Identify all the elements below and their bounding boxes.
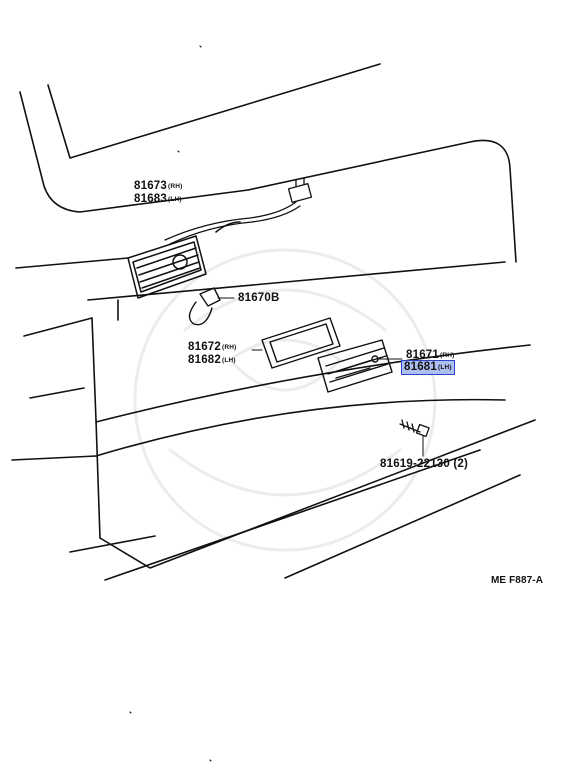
door-panel — [11, 139, 536, 581]
diagram-reference-code: ME F887-A — [491, 575, 544, 586]
part-label-81671[interactable]: 81671(RH) — [406, 349, 455, 362]
bulb — [188, 287, 221, 326]
part-label-81672[interactable]: 81672(RH) — [188, 341, 237, 354]
part-number: 81619-22130 (2) — [380, 458, 469, 470]
window-glass — [19, 63, 381, 213]
part-label-81681-highlighted[interactable]: 81681(LH) — [401, 360, 455, 375]
part-label-81682[interactable]: 81682(LH) — [188, 354, 236, 367]
part-number: 81671 — [406, 349, 439, 361]
part-number: 81670B — [238, 292, 280, 304]
side-designator: (RH) — [167, 183, 183, 190]
marker-lens — [317, 339, 393, 393]
part-label-81683[interactable]: 81683(LH) — [134, 193, 182, 206]
part-label-81673[interactable]: 81673(RH) — [134, 180, 183, 193]
stray-specks — [129, 45, 212, 762]
part-number: 81682 — [188, 354, 221, 366]
side-designator: (RH) — [221, 344, 237, 351]
side-designator: (LH) — [221, 357, 236, 364]
part-number: 81673 — [134, 180, 167, 192]
part-number: 81672 — [188, 341, 221, 353]
wire-harness — [164, 177, 313, 245]
lamp-housing — [127, 235, 207, 299]
side-designator: (LH) — [437, 364, 452, 371]
screw — [399, 419, 430, 438]
side-designator: (RH) — [439, 352, 455, 359]
part-number: 81683 — [134, 193, 167, 205]
gasket — [261, 317, 341, 369]
part-label-81670B[interactable]: 81670B — [238, 292, 279, 305]
watermark-emblem — [133, 248, 437, 552]
side-designator: (LH) — [167, 196, 182, 203]
part-number: 81681 — [404, 361, 437, 373]
part-label-81619-22130[interactable]: 81619-22130 (2) — [380, 458, 468, 471]
